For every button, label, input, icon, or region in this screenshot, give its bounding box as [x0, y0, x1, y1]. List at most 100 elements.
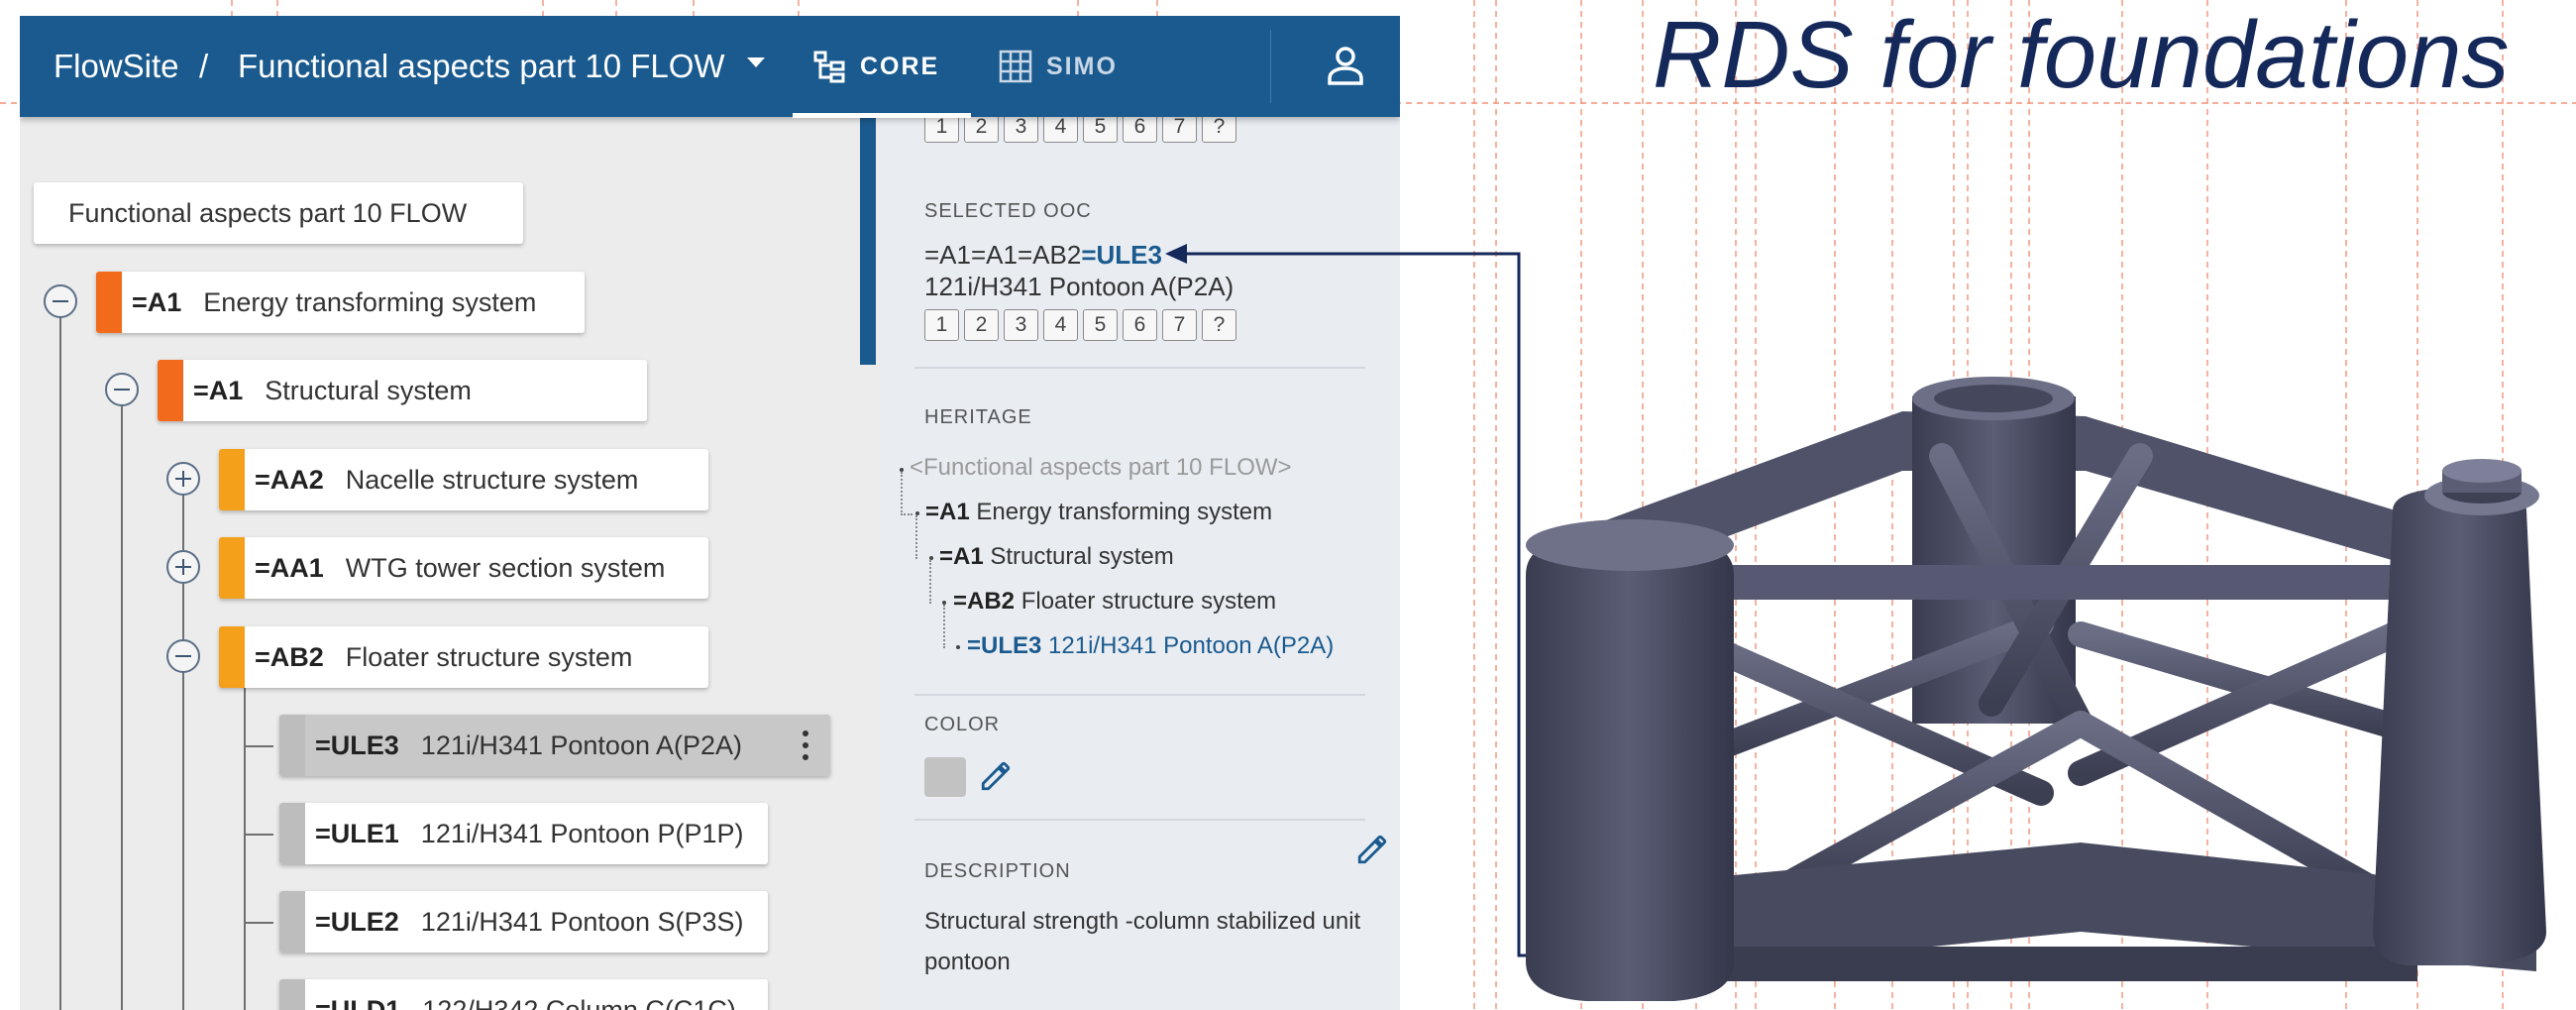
section-divider: [914, 367, 1365, 369]
heritage-item[interactable]: =A1 Structural system: [939, 543, 1174, 571]
expand-toggle-icon[interactable]: [166, 550, 200, 584]
tree-root-card[interactable]: Functional aspects part 10 FLOW: [34, 182, 523, 244]
node-color-bar: [96, 272, 122, 333]
level-button[interactable]: 5: [1083, 309, 1118, 341]
tab-core[interactable]: CORE: [812, 16, 971, 117]
ooc-tree: Functional aspects part 10 FLOW =A1 Ener…: [20, 117, 847, 1010]
node-label: Floater structure system: [345, 641, 633, 672]
expand-toggle-icon[interactable]: [166, 462, 200, 496]
node-label: 121i/H341 Pontoon P(P1P): [420, 818, 744, 848]
color-swatch[interactable]: [924, 757, 966, 797]
node-label: WTG tower section system: [345, 552, 666, 583]
tree-connector: [244, 922, 273, 924]
toolbar-divider: [1270, 30, 1271, 103]
heritage-connector: [943, 605, 945, 648]
tree-node[interactable]: =A1 Structural system: [158, 360, 647, 421]
tree-connector: [121, 391, 123, 1010]
ooc-path-prefix: =A1=A1=AB2: [924, 240, 1082, 270]
level-button[interactable]: 2: [964, 309, 999, 341]
selected-ooc-description: 121i/H341 Pontoon A(P2A): [924, 272, 1234, 301]
node-code: =ULE3: [315, 729, 399, 760]
node-code: =AA1: [255, 552, 324, 583]
section-divider: [914, 819, 1365, 821]
node-code: =A1: [132, 286, 182, 317]
tree-node[interactable]: =ULE1 121i/H341 Pontoon P(P1P): [279, 803, 768, 864]
node-label: 121i/H341 Pontoon A(P2A): [420, 729, 743, 760]
heritage-bullet: [942, 601, 946, 605]
active-tab-indicator: [793, 113, 971, 118]
heritage-code: =A1: [925, 499, 970, 525]
collapse-toggle-icon[interactable]: [44, 284, 77, 318]
tab-simo[interactable]: SIMO: [999, 16, 1167, 117]
tree-node[interactable]: =ULD1 122/H342 Column C(C1C): [279, 979, 768, 1010]
tree-node-selected[interactable]: =ULE3 121i/H341 Pontoon A(P2A): [279, 715, 830, 776]
heritage-code: =ULE3: [967, 632, 1042, 659]
tree-connector: [59, 301, 61, 1010]
heritage-label: 121i/H341 Pontoon A(P2A): [1048, 632, 1335, 659]
section-divider: [914, 694, 1365, 696]
hierarchy-icon: [813, 51, 845, 83]
breadcrumb-root[interactable]: FlowSite: [54, 48, 179, 84]
node-code: =ULD1: [315, 994, 401, 1010]
tree-node[interactable]: =AB2 Floater structure system: [219, 626, 708, 688]
breadcrumb-project[interactable]: Functional aspects part 10 FLOW: [238, 48, 725, 84]
floating-foundation-3d-model: [1526, 377, 2546, 1001]
heritage-bullet: [915, 511, 919, 515]
top-app-bar: FlowSite / Functional aspects part 10 FL…: [20, 16, 1400, 118]
tab-core-label: CORE: [860, 52, 940, 80]
node-color-bar: [219, 449, 245, 510]
heritage-item[interactable]: <Functional aspects part 10 FLOW>: [910, 454, 1292, 482]
node-code: =A1: [193, 375, 244, 405]
level-button[interactable]: 3: [1004, 309, 1038, 341]
heritage-bullet: [929, 556, 933, 560]
node-color-bar: [158, 360, 183, 421]
breadcrumb-separator: /: [199, 48, 209, 84]
description-heading: DESCRIPTION: [924, 860, 1071, 882]
heritage-connector: [915, 515, 917, 559]
more-vert-icon[interactable]: [803, 730, 808, 760]
heritage-code: =A1: [939, 543, 984, 570]
detail-panel-accent: [860, 117, 876, 365]
heritage-connector: [929, 560, 931, 604]
level-button[interactable]: 6: [1123, 309, 1157, 341]
person-icon[interactable]: [1326, 46, 1365, 87]
collapse-toggle-icon[interactable]: [105, 373, 139, 406]
node-label: Nacelle structure system: [345, 464, 639, 495]
heritage-item[interactable]: =AB2 Floater structure system: [953, 588, 1276, 616]
node-code: =AB2: [255, 641, 324, 672]
tree-node[interactable]: =AA2 Nacelle structure system: [219, 449, 708, 510]
heritage-label: Structural system: [990, 543, 1174, 570]
tab-simo-label: SIMO: [1046, 52, 1118, 80]
color-heading: COLOR: [924, 714, 1001, 735]
tree-node[interactable]: =AA1 WTG tower section system: [219, 537, 708, 599]
node-label: 121i/H341 Pontoon S(P3S): [420, 906, 744, 937]
heritage-item-current[interactable]: =ULE3 121i/H341 Pontoon A(P2A): [967, 632, 1334, 660]
heritage-item[interactable]: =A1 Energy transforming system: [925, 499, 1272, 526]
node-label: Energy transforming system: [203, 286, 537, 317]
edit-pencil-icon[interactable]: [979, 759, 1013, 793]
node-color-bar: [219, 537, 245, 599]
edit-pencil-icon[interactable]: [1355, 833, 1389, 866]
level-button[interactable]: ?: [1202, 309, 1236, 341]
chevron-down-icon[interactable]: [747, 57, 765, 67]
node-color-bar: [219, 626, 245, 688]
heritage-bullet: [900, 468, 904, 472]
heritage-label: Floater structure system: [1020, 588, 1277, 615]
ooc-path-code: =ULE3: [1081, 240, 1162, 270]
collapse-toggle-icon[interactable]: [166, 639, 200, 673]
description-text: Structural strength -column stabilized u…: [924, 908, 1361, 975]
heritage-connector: [901, 513, 912, 515]
node-color-bar: [279, 891, 305, 953]
heritage-bullet: [956, 645, 960, 649]
node-code: =AA2: [255, 464, 324, 495]
level-button[interactable]: 7: [1162, 309, 1197, 341]
tree-connector: [182, 480, 184, 1010]
tree-connector: [244, 834, 273, 836]
tree-node[interactable]: =ULE2 121i/H341 Pontoon S(P3S): [279, 891, 768, 953]
level-button[interactable]: 1: [924, 309, 959, 341]
tree-node[interactable]: =A1 Energy transforming system: [96, 272, 585, 333]
node-color-bar: [279, 979, 305, 1010]
level-button[interactable]: 4: [1043, 309, 1078, 341]
